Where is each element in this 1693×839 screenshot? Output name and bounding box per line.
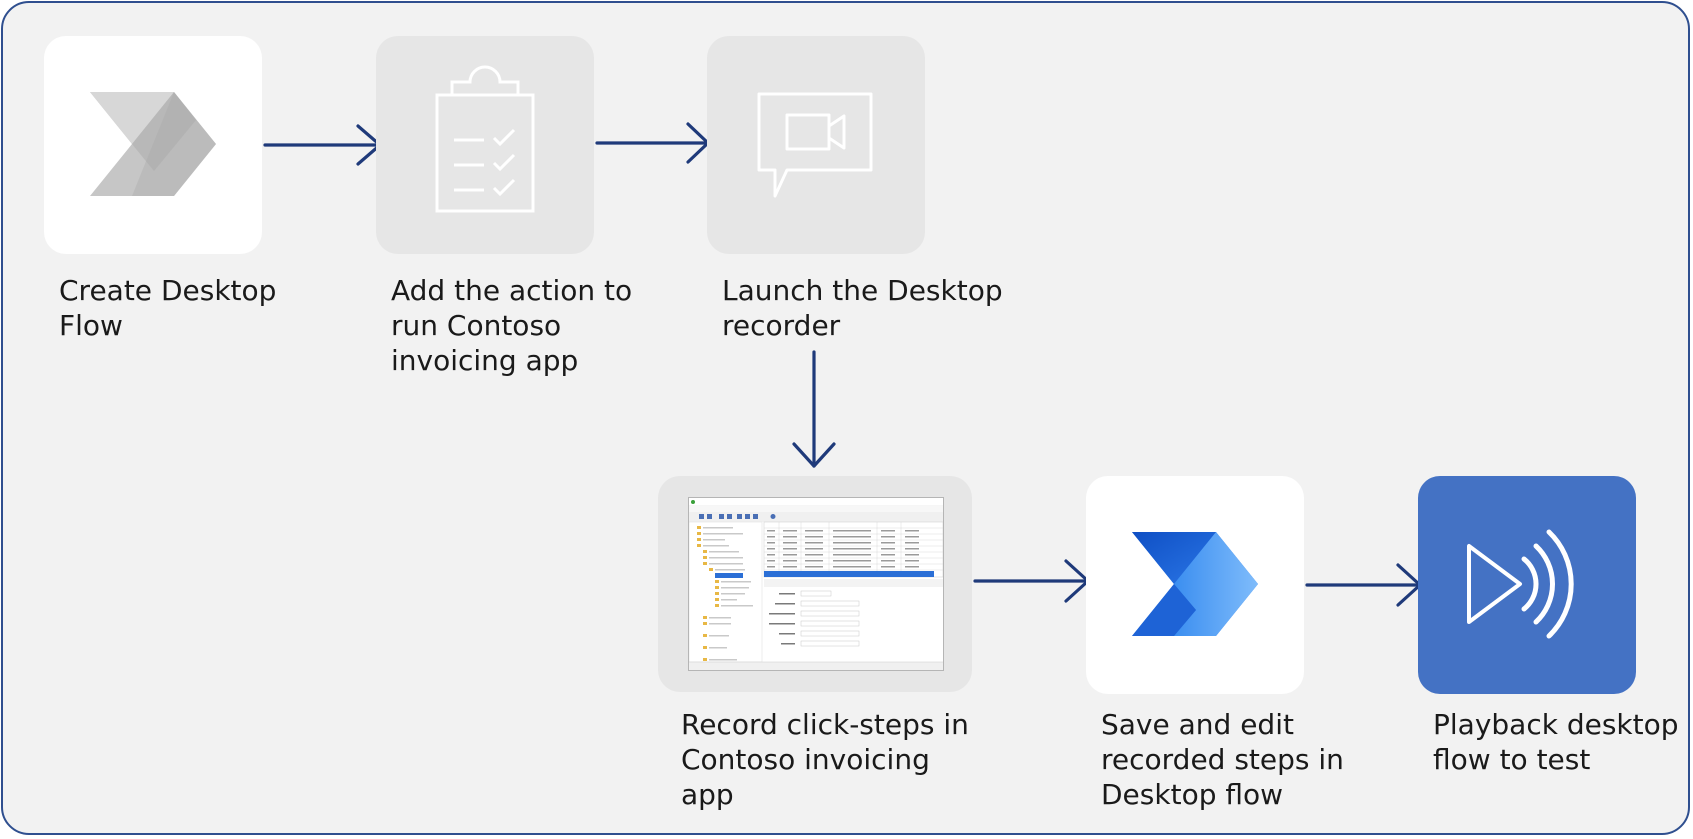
step-1-label: Create Desktop Flow	[59, 274, 277, 342]
arrow-step4-to-step5	[973, 559, 1090, 603]
power-automate-blue-icon	[1132, 532, 1258, 636]
playback-icon	[1467, 529, 1574, 639]
step-6-tile	[1418, 476, 1636, 694]
arrow-step2-to-step3	[595, 122, 710, 164]
arrow-step1-to-step2	[263, 124, 382, 166]
step-3-label: Launch the Desktop recorder	[722, 274, 1003, 342]
step-4-tile	[658, 476, 972, 692]
video-chat-bubble-icon	[757, 92, 873, 198]
step-5-label: Save and edit recorded steps in Desktop …	[1101, 708, 1344, 811]
arrow-step5-to-step6	[1305, 563, 1422, 607]
step-3-tile	[707, 36, 925, 254]
step-2-tile	[376, 36, 594, 254]
contoso-invoicing-screenshot	[688, 497, 944, 671]
step-1-tile	[44, 36, 262, 254]
step-4-label: Record click-steps in Contoso invoicing …	[681, 708, 969, 811]
step-6-label: Playback desktop flow to test	[1433, 708, 1679, 776]
step-2-label: Add the action to run Contoso invoicing …	[391, 274, 633, 377]
power-automate-gray-icon	[90, 92, 216, 196]
arrow-step3-to-step4	[792, 350, 836, 468]
step-5-tile	[1086, 476, 1304, 694]
clipboard-checklist-icon	[435, 65, 535, 213]
